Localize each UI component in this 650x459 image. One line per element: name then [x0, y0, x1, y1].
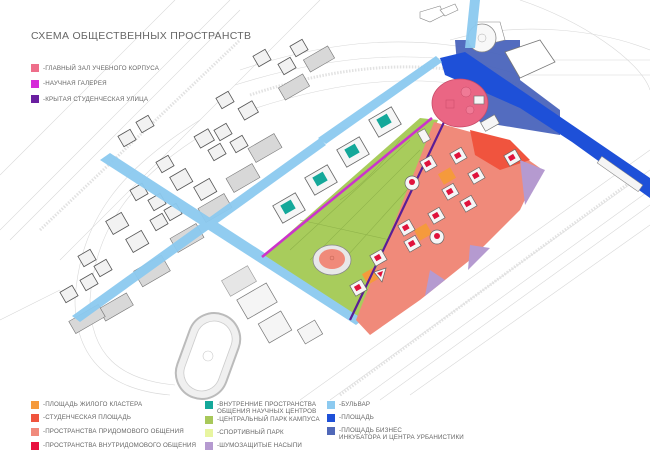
legend-item-sport-park: -СПОРТИВНЫЙ ПАРК	[205, 429, 284, 437]
legend-item-square: -ПЛОЩАДЬ	[327, 414, 374, 422]
legend-label-line1: -ВНУТРЕННИЕ ПРОСТРАНСТВА	[217, 401, 317, 408]
legend-item-student-square: -СТУДЕНЧЕСКАЯ ПЛОЩАДЬ	[31, 414, 131, 422]
legend-label: -ПРОСТРАНСТВА ПРИДОМОВОГО ОБЩЕНИЯ	[43, 428, 184, 435]
boulevards	[72, 0, 480, 325]
page-title: СХЕМА ОБЩЕСТВЕННЫХ ПРОСТРАНСТВ	[31, 30, 252, 42]
science-centers	[272, 106, 402, 224]
legend-label: -ПЛОЩАДЬ БИЗНЕС ИНКУБАТОРА И ЦЕНТРА УРБА…	[339, 427, 464, 441]
main-hall-swatch	[31, 64, 39, 72]
legend-label: -ПЛОЩАДЬ ЖИЛОГО КЛАСТЕРА	[43, 401, 143, 408]
legend-label: -СТУДЕНЧЕСКАЯ ПЛОЩАДЬ	[43, 414, 132, 421]
courtyard-swatch	[31, 428, 39, 436]
legend-item-courtyard: -ПРОСТРАНСТВА ПРИДОМОВОГО ОБЩЕНИЯ	[31, 428, 184, 436]
stadium	[174, 265, 324, 400]
legend-label-line2: ОБЩЕНИЯ НАУЧНЫХ ЦЕНТРОВ	[217, 408, 317, 415]
legend-item-inner-house: -ПРОСТРАНСТВА ВНУТРИДОМОВОГО ОБЩЕНИЯ	[31, 442, 196, 450]
legend-item-science-gallery: -НАУЧНАЯ ГАЛЕРЕЯ	[31, 78, 159, 90]
bottom-legend: -ПЛОЩАДЬ ЖИЛОГО КЛАСТЕРА -СТУДЕНЧЕСКАЯ П…	[0, 401, 650, 459]
legend-item-student-street: -КРЫТАЯ СТУДЕНЧЕСКАЯ УЛИЦА	[31, 93, 159, 105]
park-rotunda	[312, 244, 352, 276]
legend-label: -ГЛАВНЫЙ ЗАЛ УЧЕБНОГО КОРПУСА	[43, 64, 159, 72]
legend-item-noise-berms: -ШУМОЗАЩИТЫЕ НАСЫПИ	[205, 442, 302, 450]
legend-item-boulevard: -БУЛЬВАР	[327, 401, 370, 409]
student-street	[349, 117, 447, 321]
railway-building	[596, 155, 644, 193]
legend-label: -НАУЧНАЯ ГАЛЕРЕЯ	[43, 80, 107, 87]
science-gallery	[261, 116, 433, 259]
residential-houses	[349, 146, 522, 297]
boulevard-swatch	[327, 401, 335, 409]
legend-label: -СПОРТИВНЫЙ ПАРК	[217, 429, 284, 436]
legend-label: -КРЫТАЯ СТУДЕНЧЕСКАЯ УЛИЦА	[43, 95, 149, 103]
legend-label: -БУЛЬВАР	[339, 401, 371, 408]
top-legend: -ГЛАВНЫЙ ЗАЛ УЧЕБНОГО КОРПУСА -НАУЧНАЯ Г…	[31, 62, 159, 109]
student-square-swatch	[31, 414, 39, 422]
legend-label: -ПЛОЩАДЬ	[339, 414, 374, 421]
noise-berms-swatch	[205, 442, 213, 450]
legend-label-line2: ИНКУБАТОРА И ЦЕНТРА УРБАНИСТИКИ	[339, 434, 464, 441]
science-gallery-swatch	[31, 79, 39, 88]
student-street-swatch	[31, 95, 39, 103]
legend-item-cluster-square: -ПЛОЩАДЬ ЖИЛОГО КЛАСТЕРА	[31, 401, 142, 409]
pedestrian-strips	[38, 38, 641, 397]
legend-item-central-park: -ЦЕНТРАЛЬНЫЙ ПАРК КАМПУСА	[205, 416, 320, 424]
sport-park-swatch	[205, 429, 213, 437]
legend-label-line1: -ПЛОЩАДЬ БИЗНЕС	[339, 427, 403, 434]
square-swatch	[327, 414, 335, 422]
science-inner-swatch	[205, 401, 213, 409]
courtyard-zone	[356, 122, 540, 335]
main-hall	[431, 78, 489, 128]
noise-berms	[425, 160, 545, 296]
legend-item-business-square: -ПЛОЩАДЬ БИЗНЕС ИНКУБАТОРА И ЦЕНТРА УРБА…	[327, 427, 464, 441]
business-square-swatch	[327, 427, 335, 435]
square-strip	[440, 52, 650, 198]
central-park	[264, 118, 438, 316]
legend-label: -ШУМОЗАЩИТЫЕ НАСЫПИ	[217, 442, 302, 449]
legend-item-main-hall: -ГЛАВНЫЙ ЗАЛ УЧЕБНОГО КОРПУСА	[31, 62, 159, 74]
hall-annex-buildings	[417, 95, 500, 144]
central-park-swatch	[205, 416, 213, 424]
legend-label: -ВНУТРЕННИЕ ПРОСТРАНСТВА ОБЩЕНИЯ НАУЧНЫХ…	[217, 401, 316, 415]
legend-item-science-inner: -ВНУТРЕННИЕ ПРОСТРАНСТВА ОБЩЕНИЯ НАУЧНЫХ…	[205, 401, 316, 415]
cluster-square-swatch	[31, 401, 39, 409]
legend-label: -ПРОСТРАНСТВА ВНУТРИДОМОВОГО ОБЩЕНИЯ	[43, 442, 197, 449]
legend-label: -ЦЕНТРАЛЬНЫЙ ПАРК КАМПУСА	[217, 416, 320, 423]
inner-house-swatch	[31, 442, 39, 450]
